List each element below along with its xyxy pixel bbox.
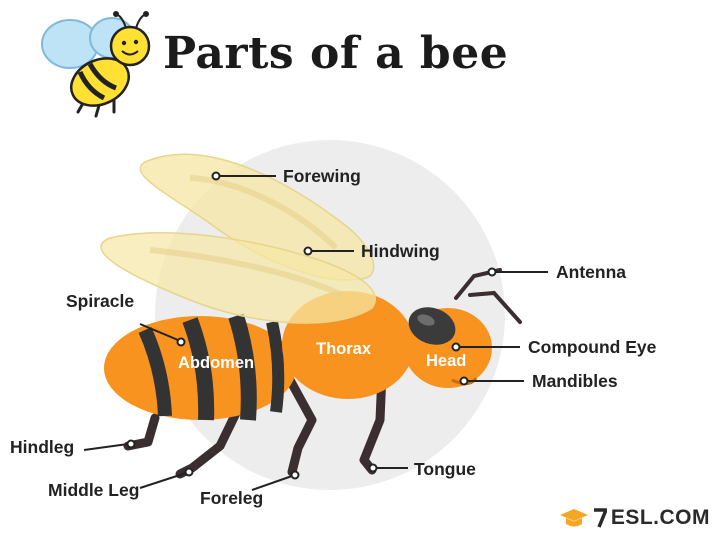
antenna-label: Antenna [556,262,626,282]
site-logo: ESL.COM [559,504,710,532]
head-label: Head [426,352,466,370]
spiracle-label: Spiracle [66,291,134,311]
tongue-label: Tongue [414,459,476,479]
mandibles-label: Mandibles [532,371,618,391]
foreleg-label: Foreleg [200,488,263,508]
compound-eye-label: Compound Eye [528,337,657,357]
abdomen-label: Abdomen [178,354,254,372]
hindwing-label: Hindwing [361,241,440,261]
hindleg-label: Hindleg [10,437,74,457]
logo-text: ESL.COM [611,506,710,530]
logo-mark-7-icon [593,507,607,529]
cartoon-bee-icon [42,11,149,116]
middle-leg-label: Middle Leg [48,480,139,500]
thorax-label: Thorax [316,340,372,358]
page-title: Parts of a bee [163,28,508,79]
graduation-cap-icon [559,506,589,530]
forewing-label: Forewing [283,166,361,186]
